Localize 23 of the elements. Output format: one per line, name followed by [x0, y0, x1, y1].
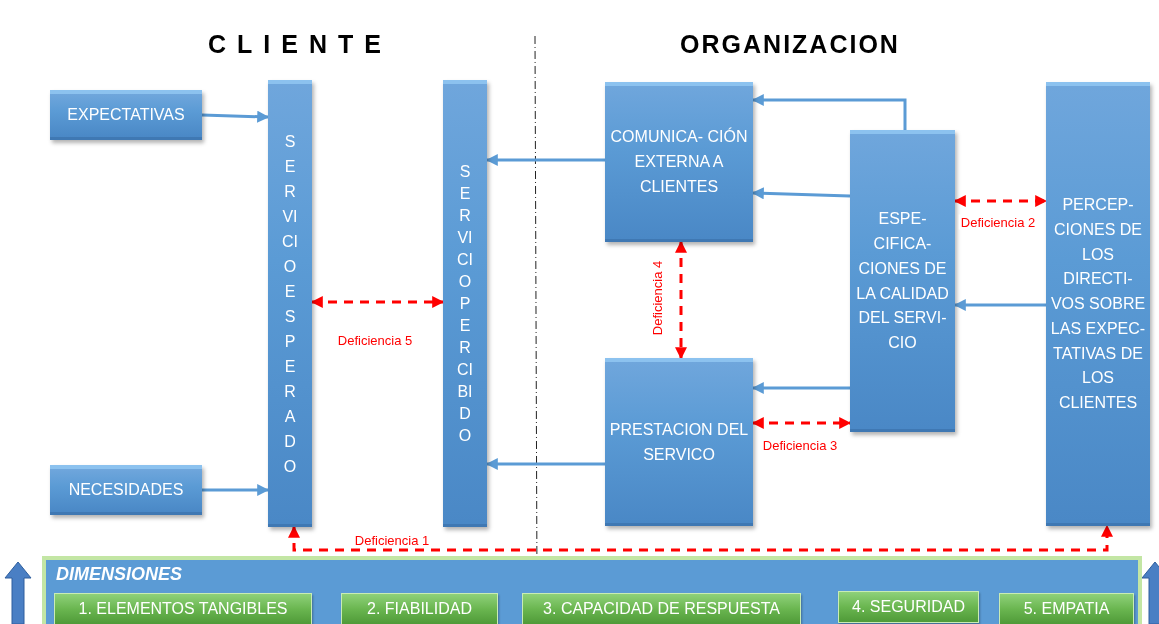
- section-title: ORGANIZACION: [679, 30, 901, 59]
- dimension-box: 4. SEGURIDAD: [838, 591, 979, 623]
- process-box: COMUNICA- CIÓN EXTERNA A CLIENTES: [605, 82, 753, 242]
- dashed-arrow: [288, 524, 1113, 552]
- arrow: [202, 484, 270, 496]
- dimension-box: 2. FIABILIDAD: [341, 593, 498, 624]
- vertical-box: [268, 80, 312, 527]
- vertical-text: SERVICIO ESPERADO: [282, 132, 298, 477]
- panel-heading: DIMENSIONES: [56, 564, 183, 585]
- section-title: CLIENTE: [207, 30, 393, 59]
- process-box: ESPE- CIFICA- CIONES DE LA CALIDAD DEL SERVI- CIO: [850, 130, 955, 432]
- process-box: PERCEP- CIONES DE LOS DIRECTI- VOS SOBRE LAS EXPEC- TATIVAS DE LOS CLIENTES: [1046, 82, 1150, 526]
- arrow: [201, 110, 270, 123]
- process-box: EXPECTATIVAS: [50, 90, 202, 140]
- process-box: NECESIDADES: [50, 465, 202, 515]
- dimensions-panel: [42, 556, 1142, 624]
- dashed-arrow: [675, 240, 687, 360]
- process-box: PRESTACION DEL SERVICO: [605, 358, 753, 526]
- dimension-box: 3. CAPACIDAD DE RESPUESTA: [522, 593, 801, 624]
- vertical-box: [443, 80, 487, 527]
- vertical-text: SERVICIO PERCIBIDO: [457, 162, 473, 446]
- dimension-box: 5. EMPATIA: [999, 593, 1134, 624]
- dimension-box: 1. ELEMENTOS TANGIBLES: [54, 593, 312, 624]
